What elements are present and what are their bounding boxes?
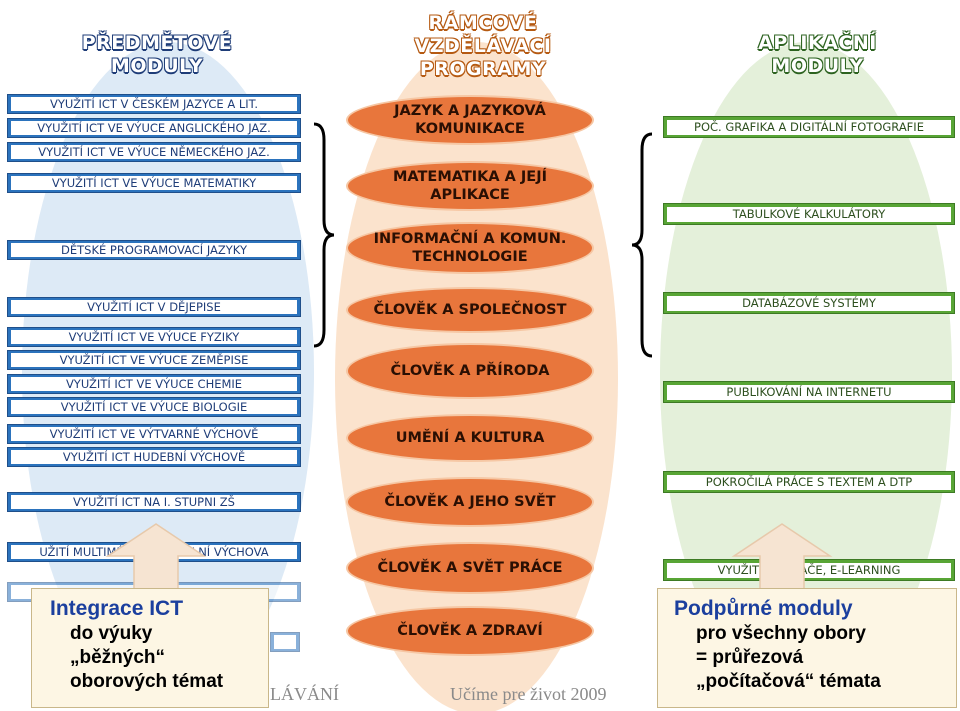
subject-module-label: VYUŽITÍ ICT VE VÝUCE BIOLOGIE [11, 400, 297, 414]
application-module-web-publishing: PUBLIKOVÁNÍ NA INTERNETU [663, 381, 955, 403]
framework-program-math: MATEMATIKA A JEJÍ APLIKACE [346, 161, 594, 211]
note-title: Integrace ICT [50, 597, 184, 620]
subject-module-label: VYUŽITÍ ICT VE VÝUCE NĚMECKÉHO JAZ. [11, 145, 297, 159]
application-module-graphics: POČ. GRAFIKA A DIGITÁLNÍ FOTOGRAFIE [663, 116, 955, 138]
heading-framework-programs: RÁMCOVÉ VZDĚLÁVACÍ PROGRAMY [383, 12, 583, 81]
application-module-label: DATABÁZOVÉ SYSTÉMY [667, 295, 951, 311]
subject-module-label: VYUŽITÍ ICT NA I. STUPNI ZŠ [11, 495, 297, 509]
framework-program-language: JAZYK A JAZYKOVÁ KOMUNIKACE [346, 95, 594, 145]
footer-left-text: LÁVÁNÍ [270, 684, 339, 704]
application-module-elearning: VYUŽITÍ POČÍTAČE, E-LEARNING [663, 559, 955, 581]
subject-module-czech: VYUŽITÍ ICT V ČESKÉM JAZYCE A LIT. [7, 94, 301, 114]
subject-module-music: VYUŽITÍ ICT HUDEBNÍ VÝCHOVĚ [7, 447, 301, 467]
subject-module-label: VYUŽITÍ ICT VE VÝUCE ANGLICKÉHO JAZ. [11, 121, 297, 135]
framework-program-his-world: ČLOVĚK A JEHO SVĚT [346, 477, 594, 527]
subject-module-primary: VYUŽITÍ ICT NA I. STUPNI ZŠ [7, 492, 301, 512]
framework-program-society: ČLOVĚK A SPOLEČNOST [346, 287, 594, 333]
subject-module-programming: DĚTSKÉ PROGRAMOVACÍ JAZYKY [7, 240, 301, 260]
subject-module-partial [270, 632, 300, 652]
subject-module-geography: VYUŽITÍ ICT VE VÝUCE ZEMĚPISE [7, 350, 301, 370]
framework-program-ict: INFORMAČNÍ A KOMUN. TECHNOLOGIE [346, 222, 594, 274]
note-support-modules: Podpůrné moduly pro všechny obory = průř… [657, 588, 957, 708]
subject-module-history: VYUŽITÍ ICT V DĚJEPISE [7, 297, 301, 317]
subject-module-chemistry: VYUŽITÍ ICT VE VÝUCE CHEMIE [7, 374, 301, 394]
arrow-up-left-icon [105, 523, 207, 592]
note-ict-integration: Integrace ICT do výuky „běžných“ oborový… [31, 588, 269, 708]
subject-module-label: VYUŽITÍ ICT VE VÝUCE MATEMATIKY [11, 176, 297, 190]
framework-program-work: ČLOVĚK A SVĚT PRÁCE [346, 542, 594, 594]
subject-module-label: VYUŽITÍ ICT VE VÝUCE CHEMIE [11, 377, 297, 391]
heading-line: APLIKAČNÍ [758, 32, 877, 54]
arrow-up-right-icon [731, 523, 833, 592]
footer-right-text: Učíme pre život 2009 [450, 684, 607, 704]
bracket-left [313, 122, 335, 348]
application-module-label: TABULKOVÉ KALKULÁTORY [667, 206, 951, 222]
subject-module-art: VYUŽITÍ ICT VE VÝTVARNÉ VÝCHOVĚ [7, 424, 301, 444]
application-module-label: POKROČILÁ PRÁCE S TEXTEM A DTP [667, 474, 951, 490]
subject-module-label: VYUŽITÍ ICT HUDEBNÍ VÝCHOVĚ [11, 450, 297, 464]
application-module-label: PUBLIKOVÁNÍ NA INTERNETU [667, 384, 951, 400]
subject-module-biology: VYUŽITÍ ICT VE VÝUCE BIOLOGIE [7, 397, 301, 417]
heading-line: RÁMCOVÉ [428, 12, 538, 34]
note-line: pro všechny obory [696, 623, 866, 644]
bracket-right [631, 132, 653, 358]
heading-line: PŘEDMĚTOVÉ [81, 32, 233, 54]
subject-module-label: VYUŽITÍ ICT V ČESKÉM JAZYCE A LIT. [11, 97, 297, 111]
framework-program-health: ČLOVĚK A ZDRAVÍ [346, 606, 594, 656]
framework-program-nature: ČLOVĚK A PŘÍRODA [346, 343, 594, 399]
subject-module-label: DĚTSKÉ PROGRAMOVACÍ JAZYKY [11, 243, 297, 257]
note-line: „běžných“ [70, 647, 166, 668]
application-module-label: POČ. GRAFIKA A DIGITÁLNÍ FOTOGRAFIE [667, 119, 951, 135]
framework-program-art-culture: UMĚNÍ A KULTURA [346, 414, 594, 462]
subject-module-label: VYUŽITÍ ICT VE VÝUCE FYZIKY [11, 330, 297, 344]
note-line: oborových témat [70, 671, 224, 692]
application-module-dtp: POKROČILÁ PRÁCE S TEXTEM A DTP [663, 471, 955, 493]
subject-module-label: VYUŽITÍ ICT VE VÝUCE ZEMĚPISE [11, 353, 297, 367]
subject-module-physics: VYUŽITÍ ICT VE VÝUCE FYZIKY [7, 327, 301, 347]
application-module-databases: DATABÁZOVÉ SYSTÉMY [663, 292, 955, 314]
subject-module-english: VYUŽITÍ ICT VE VÝUCE ANGLICKÉHO JAZ. [7, 118, 301, 138]
note-line: do výuky [70, 623, 153, 644]
application-module-spreadsheets: TABULKOVÉ KALKULÁTORY [663, 203, 955, 225]
heading-line: VZDĚLÁVACÍ [414, 35, 552, 57]
subject-module-math: VYUŽITÍ ICT VE VÝUCE MATEMATIKY [7, 173, 301, 193]
heading-line: MODULY [771, 55, 864, 77]
note-title: Podpůrné moduly [674, 597, 853, 620]
heading-application-modules: APLIKAČNÍ MODULY [710, 32, 925, 78]
note-line: „počítačová“ témata [696, 671, 881, 692]
heading-line: PROGRAMY [419, 58, 547, 80]
note-line: = průřezová [696, 647, 804, 668]
heading-subject-modules: PŘEDMĚTOVÉ MODULY [52, 32, 262, 78]
heading-line: MODULY [110, 55, 204, 77]
subject-module-german: VYUŽITÍ ICT VE VÝUCE NĚMECKÉHO JAZ. [7, 142, 301, 162]
subject-module-label: VYUŽITÍ ICT V DĚJEPISE [11, 300, 297, 314]
subject-module-label: VYUŽITÍ ICT VE VÝTVARNÉ VÝCHOVĚ [11, 427, 297, 441]
